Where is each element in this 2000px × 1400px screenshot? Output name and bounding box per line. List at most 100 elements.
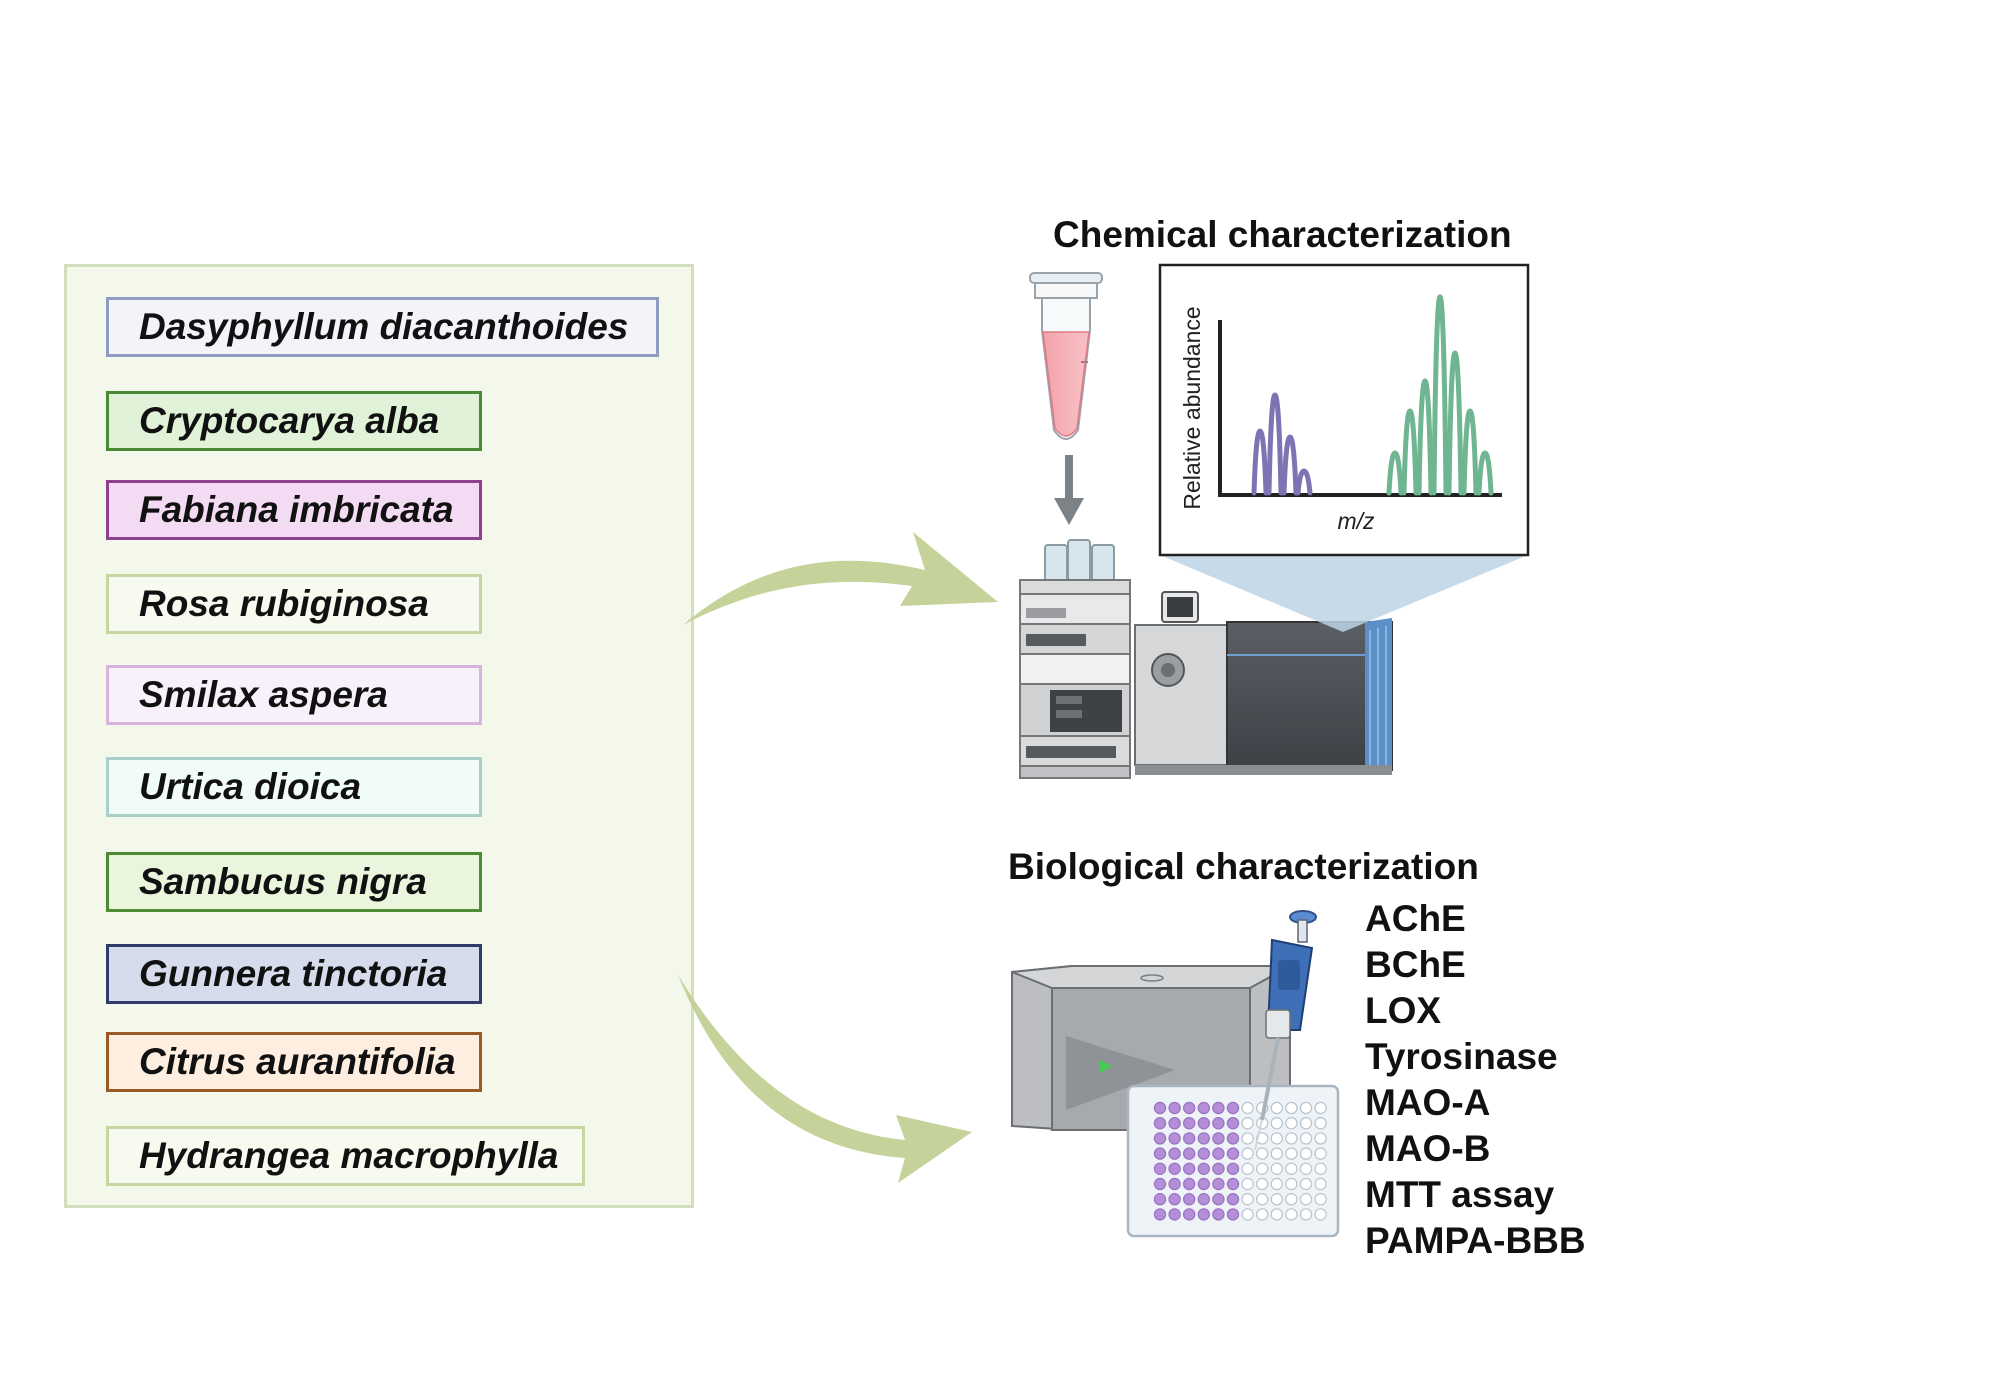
well xyxy=(1299,1132,1313,1145)
well xyxy=(1226,1208,1240,1221)
well xyxy=(1285,1101,1298,1115)
assay-item: MAO-A xyxy=(1365,1082,1491,1123)
chemical-title: Chemical characterization xyxy=(1053,214,1512,255)
well xyxy=(1314,1132,1327,1145)
well xyxy=(1255,1132,1269,1145)
well xyxy=(1285,1208,1298,1221)
spectrum-peak xyxy=(1401,408,1419,496)
well xyxy=(1168,1208,1181,1221)
well xyxy=(1314,1192,1327,1206)
spectrum-ylabel: Relative abundance xyxy=(1179,306,1205,509)
species-label: Urtica dioica xyxy=(106,757,482,817)
well xyxy=(1182,1162,1196,1176)
well xyxy=(1255,1147,1269,1160)
species-label: Cryptocarya alba xyxy=(106,391,482,451)
assay-item: AChE xyxy=(1365,898,1466,939)
well xyxy=(1255,1177,1269,1191)
well xyxy=(1168,1116,1181,1130)
assay-item: Tyrosinase xyxy=(1365,1036,1558,1077)
well xyxy=(1285,1147,1298,1160)
well xyxy=(1168,1177,1181,1191)
well xyxy=(1241,1116,1254,1130)
species-label: Rosa rubiginosa xyxy=(106,574,482,634)
well xyxy=(1168,1192,1181,1206)
well xyxy=(1241,1132,1254,1145)
well xyxy=(1299,1192,1313,1206)
assay-list: AChE BChE LOX Tyrosinase MAO-A MAO-B MTT… xyxy=(1365,896,1586,1264)
well xyxy=(1197,1116,1211,1130)
well xyxy=(1270,1116,1284,1130)
well xyxy=(1241,1192,1254,1206)
arrow-to-biological xyxy=(678,975,972,1183)
well xyxy=(1182,1101,1196,1115)
well xyxy=(1153,1116,1167,1130)
well xyxy=(1285,1132,1298,1145)
arrow-to-chemical xyxy=(683,532,998,625)
well xyxy=(1182,1132,1196,1145)
species-label: Citrus aurantifolia xyxy=(106,1032,482,1092)
well xyxy=(1299,1177,1313,1191)
well xyxy=(1299,1162,1313,1176)
well xyxy=(1314,1162,1327,1176)
biological-title: Biological characterization xyxy=(1008,846,1479,887)
well xyxy=(1270,1101,1284,1115)
well xyxy=(1270,1192,1284,1206)
assay-item: BChE xyxy=(1365,944,1466,985)
well xyxy=(1226,1147,1240,1160)
well xyxy=(1168,1132,1181,1145)
well xyxy=(1299,1101,1313,1115)
assay-item: PAMPA-BBB xyxy=(1365,1220,1586,1261)
well xyxy=(1168,1101,1181,1115)
well xyxy=(1153,1192,1167,1206)
spectrum-peak xyxy=(1266,392,1284,496)
well xyxy=(1212,1162,1225,1176)
species-label: Fabiana imbricata xyxy=(106,480,482,540)
well xyxy=(1197,1147,1211,1160)
well xyxy=(1270,1208,1284,1221)
spectrum-peak xyxy=(1416,378,1434,496)
spectrum-peak xyxy=(1281,434,1299,496)
well xyxy=(1197,1162,1211,1176)
spectrum-peak xyxy=(1461,408,1479,496)
mass-spectrometer-icon xyxy=(1134,591,1393,775)
assay-item: MAO-B xyxy=(1365,1128,1491,1169)
eppendorf-tube-icon xyxy=(1029,272,1103,440)
pipette-icon xyxy=(1254,910,1317,1151)
spectrum-peak xyxy=(1476,450,1494,496)
well xyxy=(1212,1177,1225,1191)
well xyxy=(1270,1147,1284,1160)
well xyxy=(1314,1101,1327,1115)
well xyxy=(1314,1147,1327,1160)
species-label: Smilax aspera xyxy=(106,665,482,725)
well xyxy=(1168,1147,1181,1160)
well xyxy=(1314,1177,1327,1191)
well xyxy=(1285,1116,1298,1130)
well-grid xyxy=(1153,1101,1327,1221)
well xyxy=(1241,1101,1254,1115)
well xyxy=(1299,1208,1313,1221)
spectrum-xlabel: m/z xyxy=(1337,508,1375,534)
well xyxy=(1212,1147,1225,1160)
well xyxy=(1182,1192,1196,1206)
well xyxy=(1182,1177,1196,1191)
zoom-cone xyxy=(1160,555,1528,632)
well xyxy=(1153,1147,1167,1160)
spectrum-peak xyxy=(1431,294,1449,496)
assay-item: MTT assay xyxy=(1365,1174,1555,1215)
spectrum-peak xyxy=(1295,468,1313,496)
well xyxy=(1299,1116,1313,1130)
well xyxy=(1153,1132,1167,1145)
well xyxy=(1270,1162,1284,1176)
well xyxy=(1285,1177,1298,1191)
hplc-stack-icon xyxy=(1019,539,1131,779)
well xyxy=(1241,1162,1254,1176)
well xyxy=(1153,1177,1167,1191)
spectrum-inset: Relative abundance m/z xyxy=(1158,263,1530,557)
well xyxy=(1241,1177,1254,1191)
well xyxy=(1285,1192,1298,1206)
well xyxy=(1299,1147,1313,1160)
well xyxy=(1153,1208,1167,1221)
well xyxy=(1197,1192,1211,1206)
well xyxy=(1255,1192,1269,1206)
